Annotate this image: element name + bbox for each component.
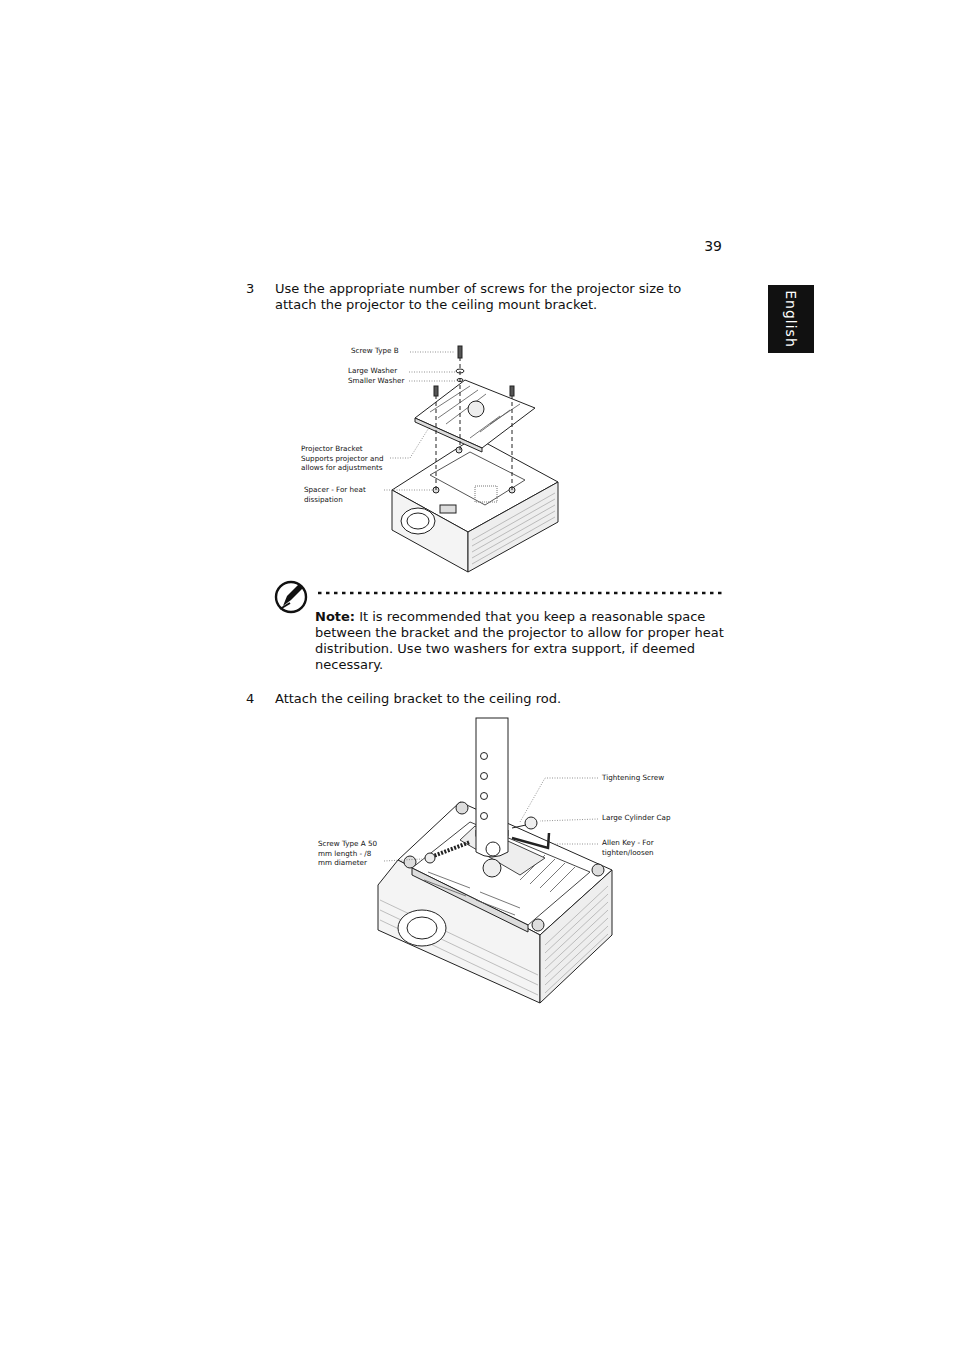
note-paragraph: Note: It is recommended that you keep a … [315, 609, 727, 673]
note-rule [318, 592, 722, 594]
language-tab: English [768, 285, 814, 353]
step-text: Use the appropriate number of screws for… [275, 281, 725, 313]
callout-label: Smaller Washer [348, 376, 404, 385]
callout-label: Large Washer [348, 366, 397, 375]
projector-illustration-mount [378, 718, 612, 1003]
callout-label: Screw Type A 50 mm length - /8 mm diamet… [318, 839, 382, 868]
step-text: Attach the ceiling bracket to the ceilin… [275, 691, 725, 707]
note-icon [276, 582, 306, 612]
callout-label: Large Cylinder Cap [602, 813, 671, 822]
callout-label: Screw Type B [351, 346, 399, 355]
callout-label: Allen Key - For tighten/loosen [602, 838, 682, 857]
projector-illustration-top [392, 346, 558, 572]
leader-lines-mount [384, 778, 598, 861]
note-text: It is recommended that you keep a reason… [315, 609, 724, 672]
step-number: 4 [246, 691, 254, 707]
step-number: 3 [246, 281, 254, 297]
tab-label: English [783, 290, 799, 348]
callout-label: Tightening Screw [602, 773, 664, 782]
page-number: 39 [690, 238, 722, 256]
note-heading: Note: [315, 609, 355, 624]
callout-label: Spacer - For heat dissipation [304, 485, 384, 504]
callout-label: Projector Bracket Supports projector and… [301, 444, 389, 473]
